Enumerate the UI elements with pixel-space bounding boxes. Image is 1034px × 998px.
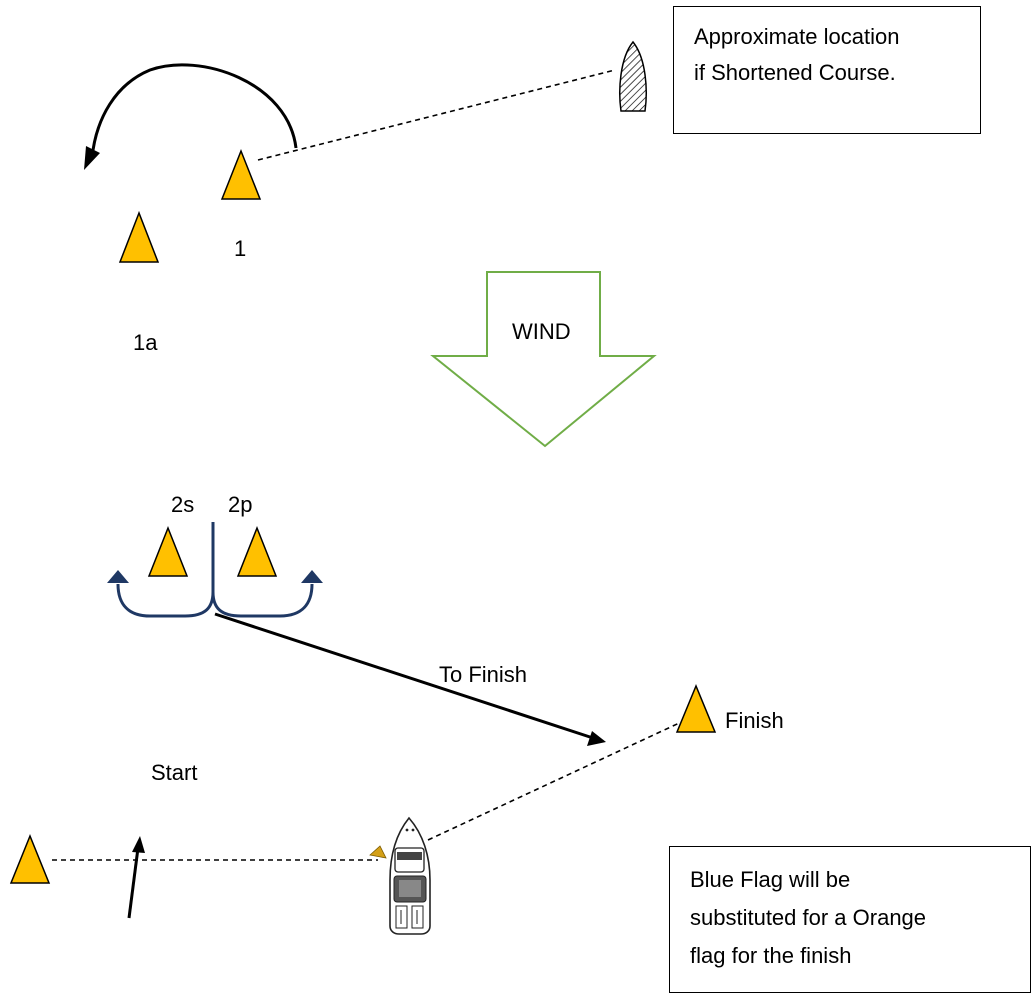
shortened-course-note-box: Approximate location if Shortened Course… [673, 6, 981, 134]
to-finish-arrow-line [214, 612, 594, 740]
finish-mark-buoy [675, 684, 717, 733]
blue-flag-note-box: Blue Flag will be substituted for a Oran… [669, 846, 1031, 993]
finish-dashed-line [427, 717, 691, 841]
gate-left-arrowhead [107, 570, 129, 583]
start-pin-mark-buoy [9, 833, 51, 884]
committee-boat-flag-icon [369, 845, 387, 859]
committee-boat-icon [389, 816, 431, 935]
mark-2p-label: 2p [228, 492, 253, 517]
wind-label: WIND [512, 319, 571, 344]
mark-1-buoy [220, 148, 262, 200]
to-finish-arrowhead [587, 731, 606, 746]
blue-flag-note-line: flag for the finish [690, 943, 852, 968]
to-finish-label: To Finish [439, 662, 528, 687]
wind-arrow [430, 271, 657, 448]
rounding-arc-arrow [90, 63, 298, 159]
mark-1-label: 1 [234, 236, 247, 261]
blue-flag-note-line: Blue Flag will be [690, 867, 851, 892]
shortened-course-note-line: Approximate location [694, 24, 900, 49]
gate-rounding-arrows [116, 522, 314, 618]
mark-1a-label: 1a [133, 330, 158, 355]
mark-2s-label: 2s [171, 492, 195, 517]
rounding-arc-arrowhead [84, 146, 100, 170]
start-direction-arrowhead [132, 836, 145, 853]
blue-flag-note-line: substituted for a Orange [690, 905, 927, 930]
shortened-course-dashed-line [257, 69, 616, 161]
shortened-course-boat-icon [619, 40, 647, 112]
shortened-course-note-line: if Shortened Course. [694, 60, 896, 85]
gate-right-arrowhead [301, 570, 323, 583]
finish-label: Finish [725, 708, 784, 733]
start-direction-arrow-line [127, 847, 140, 919]
mark-2s-buoy [147, 525, 189, 577]
start-label: Start [151, 760, 198, 785]
mark-1a-buoy [118, 210, 160, 263]
mark-2p-buoy [236, 525, 278, 577]
